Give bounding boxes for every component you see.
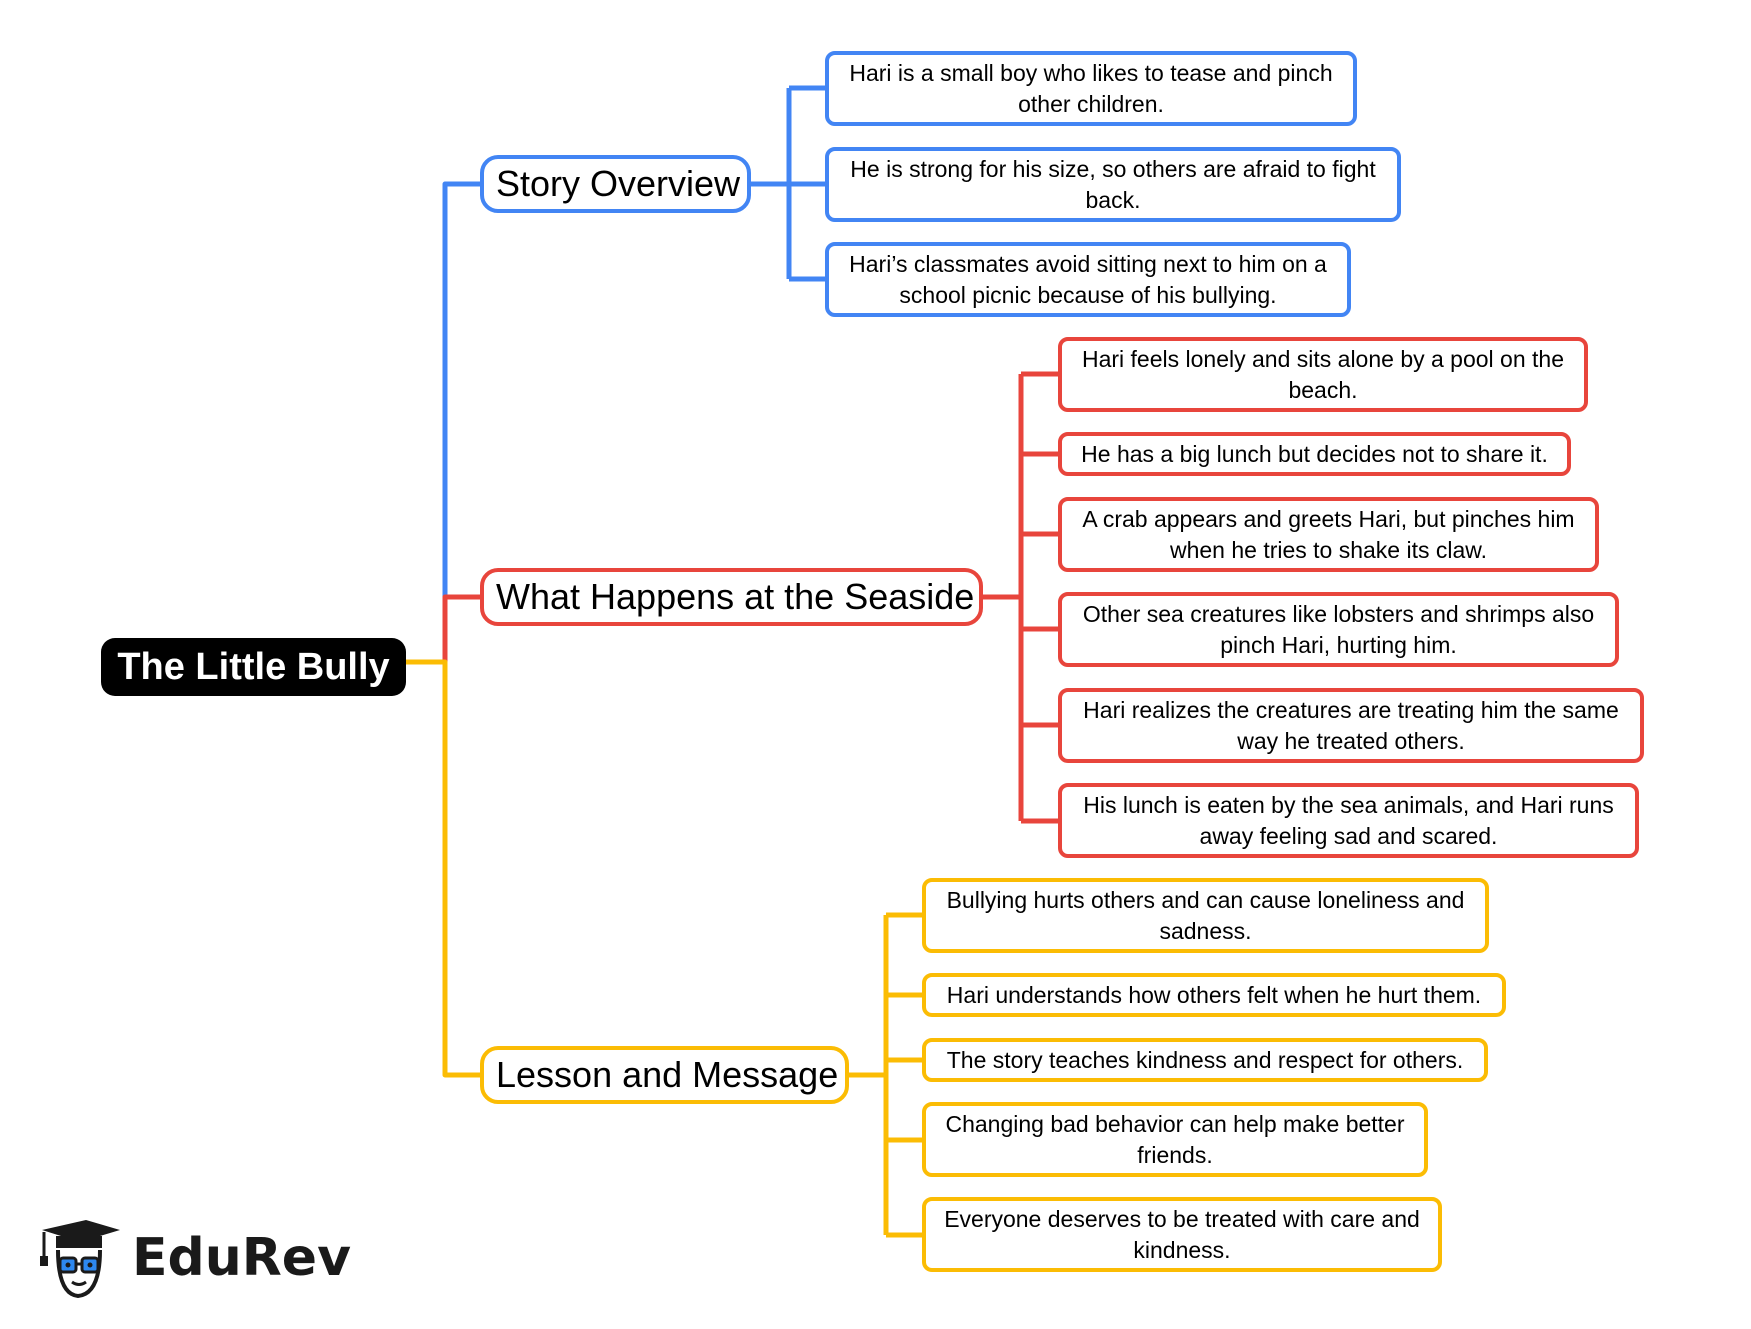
connector-seaside-leaves [983, 371, 1058, 824]
logo-text: EduRev [132, 1228, 351, 1288]
root-node: The Little Bully [101, 638, 406, 696]
leaf-seaside-3: A crab appears and greets Hari, but pinc… [1058, 497, 1599, 572]
connector-root-lesson [406, 659, 480, 1078]
leaf-seaside-4: Other sea creatures like lobsters and sh… [1058, 592, 1619, 667]
connector-lesson-leaves [849, 912, 922, 1238]
leaf-seaside-5: Hari realizes the creatures are treating… [1058, 688, 1644, 763]
connector-root-story-overview [442, 181, 480, 662]
leaf-seaside-6: His lunch is eaten by the sea animals, a… [1058, 783, 1639, 858]
connector-story-overview-leaves [751, 85, 825, 282]
branch-what-happens-at-the-seaside: What Happens at the Seaside [480, 568, 983, 626]
connector-root-seaside [442, 594, 480, 662]
edurev-logo: EduRev [34, 1212, 354, 1304]
branch-story-overview: Story Overview [480, 155, 751, 213]
leaf-seaside-2: He has a big lunch but decides not to sh… [1058, 432, 1571, 476]
leaf-lesson-4: Changing bad behavior can help make bett… [922, 1102, 1428, 1177]
branch-lesson-and-message: Lesson and Message [480, 1046, 849, 1104]
branch-label: Lesson and Message [496, 1054, 839, 1095]
branch-label: What Happens at the Seaside [496, 576, 975, 617]
leaf-lesson-3: The story teaches kindness and respect f… [922, 1038, 1488, 1082]
branch-label: Story Overview [496, 163, 741, 204]
graduation-cap-icon [40, 1220, 120, 1299]
leaf-story-overview-1: Hari is a small boy who likes to tease a… [825, 51, 1357, 126]
leaf-seaside-1: Hari feels lonely and sits alone by a po… [1058, 337, 1588, 412]
leaf-lesson-1: Bullying hurts others and can cause lone… [922, 878, 1489, 953]
leaf-story-overview-2: He is strong for his size, so others are… [825, 147, 1401, 222]
leaf-story-overview-3: Hari’s classmates avoid sitting next to … [825, 242, 1351, 317]
leaf-lesson-2: Hari understands how others felt when he… [922, 973, 1506, 1017]
leaf-lesson-5: Everyone deserves to be treated with car… [922, 1197, 1442, 1272]
